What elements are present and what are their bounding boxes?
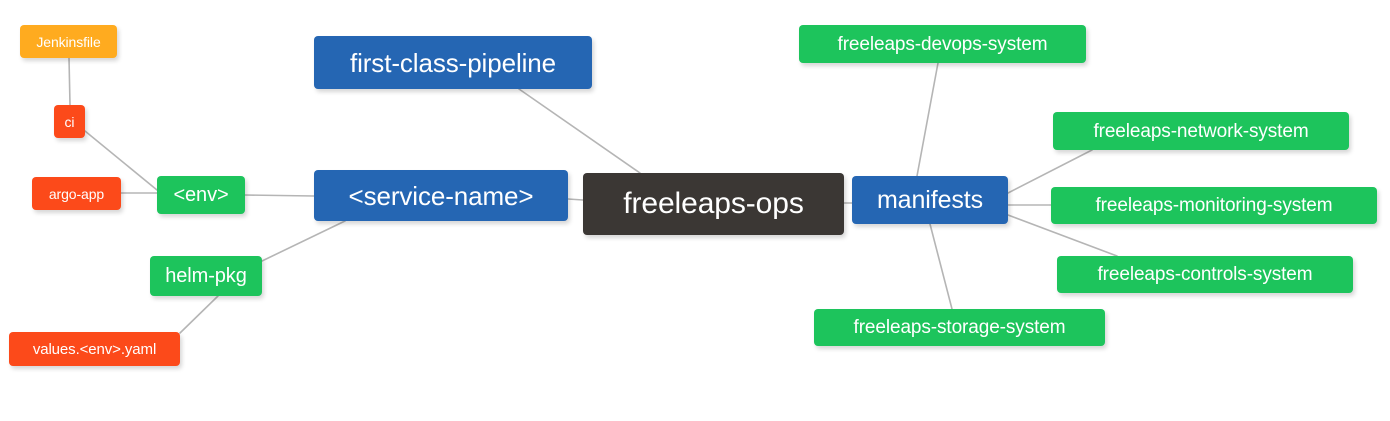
mindmap-node-ci[interactable]: ci — [54, 105, 85, 138]
mindmap-node-label: <env> — [173, 184, 229, 206]
mindmap-node-label: freeleaps-network-system — [1093, 120, 1309, 142]
mindmap-node-label: argo-app — [48, 185, 105, 202]
mindmap-node-label: values.<env>.yaml — [32, 340, 157, 358]
mindmap-node-helm-pkg[interactable]: helm-pkg — [150, 256, 262, 296]
mindmap-node-label: manifests — [876, 185, 984, 214]
mindmap-node-values-yaml[interactable]: values.<env>.yaml — [9, 332, 180, 366]
mindmap-node-freeleaps-network-system[interactable]: freeleaps-network-system — [1053, 112, 1349, 150]
mindmap-node-label: <service-name> — [348, 180, 534, 211]
mindmap-node-first-class-pipeline[interactable]: first-class-pipeline — [314, 36, 592, 89]
mindmap-node-freeleaps-monitoring-system[interactable]: freeleaps-monitoring-system — [1051, 187, 1377, 224]
mindmap-node-service-name[interactable]: <service-name> — [314, 170, 568, 221]
mindmap-node-env[interactable]: <env> — [157, 176, 245, 214]
mindmap-node-label: Jenkinsfile — [36, 33, 101, 50]
mindmap-node-freeleaps-controls-system[interactable]: freeleaps-controls-system — [1057, 256, 1353, 293]
mindmap-node-label: ci — [64, 113, 75, 130]
mindmap-node-freeleaps-storage-system[interactable]: freeleaps-storage-system — [814, 309, 1105, 346]
mindmap-node-label: freeleaps-controls-system — [1097, 264, 1313, 285]
mindmap-node-freeleaps-ops[interactable]: freeleaps-ops — [583, 173, 844, 235]
mindmap-node-argo-app[interactable]: argo-app — [32, 177, 121, 210]
mindmap-node-label: freeleaps-ops — [623, 187, 804, 220]
mindmap-node-label: helm-pkg — [165, 265, 247, 287]
mindmap-node-freeleaps-devops-system[interactable]: freeleaps-devops-system — [799, 25, 1086, 63]
mindmap-node-manifests[interactable]: manifests — [852, 176, 1008, 224]
mindmap-node-label: first-class-pipeline — [349, 47, 557, 78]
mindmap-node-label: freeleaps-devops-system — [837, 33, 1048, 55]
mindmap-node-label: freeleaps-monitoring-system — [1095, 195, 1333, 216]
mindmap-node-label: freeleaps-storage-system — [853, 317, 1066, 338]
mindmap-node-jenkinsfile[interactable]: Jenkinsfile — [20, 25, 117, 58]
